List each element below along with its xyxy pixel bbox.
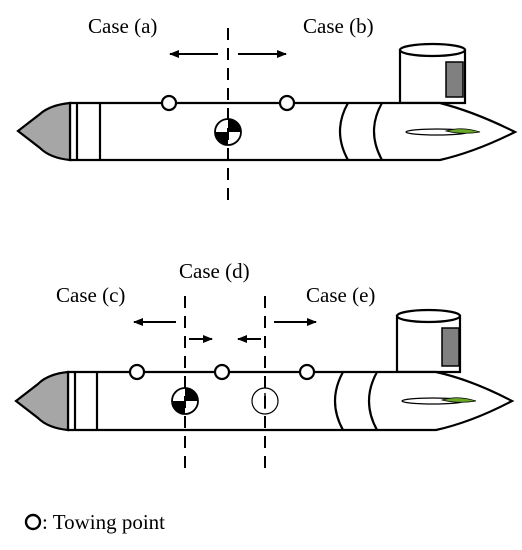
legend: : Towing point xyxy=(24,510,165,534)
propeller xyxy=(401,397,477,405)
case-d-label: Case (d) xyxy=(179,259,250,283)
nose xyxy=(14,370,70,432)
propeller xyxy=(405,128,481,136)
towing-point xyxy=(160,94,178,112)
hull xyxy=(66,370,515,432)
towing-point xyxy=(213,363,231,381)
case-c-label: Case (c) xyxy=(56,283,125,307)
towing-point xyxy=(278,94,296,112)
case-e-label: Case (e) xyxy=(306,283,375,307)
submarine-bottom xyxy=(14,308,515,432)
towing-point-icon xyxy=(24,513,42,531)
hull xyxy=(68,101,518,162)
sail xyxy=(395,308,462,374)
towing-point xyxy=(298,363,316,381)
sail-window xyxy=(441,327,460,367)
sail xyxy=(398,42,467,105)
case-a-label: Case (a) xyxy=(88,14,157,38)
nose xyxy=(16,101,72,162)
sail-window xyxy=(445,61,464,98)
legend-label: : Towing point xyxy=(42,510,165,534)
case-b-label: Case (b) xyxy=(303,14,374,38)
submarine-top xyxy=(16,42,518,162)
towing-point xyxy=(128,363,146,381)
